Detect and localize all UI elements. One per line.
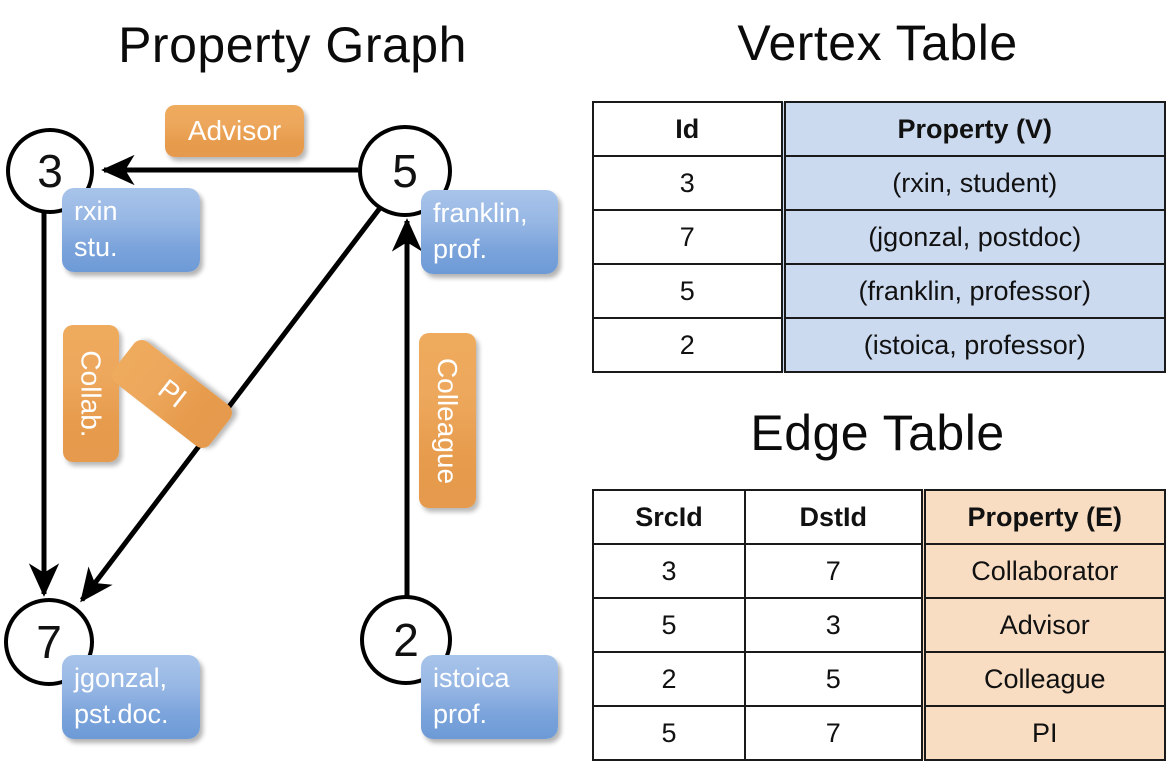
vertex-property-box-3: rxin stu.: [62, 188, 200, 272]
vertex-row-1-id: 7: [592, 209, 784, 265]
vertex-node-7-label: 7: [36, 616, 62, 668]
edge-row-2-property: Colleague: [920, 651, 1166, 707]
edge-5-to-7-pi: [80, 202, 385, 603]
vertex-property-box-2: istoica prof.: [421, 655, 558, 739]
vertex-node-5-label: 5: [392, 145, 418, 197]
edge-label-advisor: Advisor: [165, 105, 304, 157]
page-title-vertex-table: Vertex Table: [737, 15, 1018, 71]
property-graph-diagram: 3 rxin stu. 5 franklin, prof. 7 jgonzal,…: [0, 0, 585, 760]
edge-row-3-srcid: 5: [592, 705, 746, 761]
edge-label-collaborator-text: Collab.: [76, 349, 108, 438]
edge-label-colleague: Colleague: [419, 333, 476, 508]
vertex-row-3-property: (istoica, professor): [780, 317, 1166, 373]
table-row: 3 7 Collaborator: [592, 543, 1166, 599]
table-row: 3 (rxin, student): [592, 155, 1166, 211]
edge-row-1-srcid: 5: [592, 597, 746, 653]
edge-row-3-dstid: 7: [744, 705, 924, 761]
vertex-property-2-line2: prof.: [433, 699, 488, 729]
vertex-property-3-line2: stu.: [74, 232, 118, 262]
graph-edges-layer: [28, 154, 423, 603]
edge-row-2-srcid: 2: [592, 651, 746, 707]
edge-label-collaborator: Collab.: [63, 325, 119, 462]
vertex-property-box-7: jgonzal, pst.doc.: [62, 655, 200, 739]
vertex-table-header-row: Id Property (V): [592, 101, 1166, 157]
vertex-table-header-property: Property (V): [780, 101, 1166, 157]
vertex-node-3-label: 3: [37, 145, 63, 197]
edge-row-1-property: Advisor: [920, 597, 1166, 653]
vertex-row-0-property: (rxin, student): [780, 155, 1166, 211]
table-row: 7 (jgonzal, postdoc): [592, 209, 1166, 265]
edge-row-3-property: PI: [920, 705, 1166, 761]
edge-row-2-dstid: 5: [744, 651, 924, 707]
vertex-property-box-5: franklin, prof.: [421, 190, 558, 274]
edge-row-0-srcid: 3: [592, 543, 746, 599]
vertex-row-3-id: 2: [592, 317, 784, 373]
edge-label-colleague-text: Colleague: [432, 357, 464, 484]
edge-row-0-dstid: 7: [744, 543, 924, 599]
vertex-property-5-line1: franklin,: [433, 198, 528, 229]
vertex-row-2-id: 5: [592, 263, 784, 319]
table-row: 2 5 Colleague: [592, 651, 1166, 707]
edge-label-advisor-text: Advisor: [187, 115, 282, 146]
vertex-table-header-id: Id: [592, 101, 784, 157]
edge-table-header-srcid: SrcId: [592, 489, 746, 545]
edge-table: SrcId DstId Property (E) 3 7 Collaborato…: [592, 489, 1166, 761]
vertex-property-3-line1: rxin: [74, 196, 118, 227]
edge-label-pi-text: PI: [152, 373, 193, 414]
vertex-row-0-id: 3: [592, 155, 784, 211]
page-title-property-graph: Property Graph: [118, 17, 467, 73]
vertex-property-7-line1: jgonzal,: [74, 663, 168, 694]
page-title-edge-table: Edge Table: [750, 405, 1005, 461]
vertex-node-2[interactable]: 2: [360, 595, 452, 685]
vertex-row-2-property: (franklin, professor): [780, 263, 1166, 319]
table-row: 5 7 PI: [592, 705, 1166, 761]
edge-table-header-dstid: DstId: [744, 489, 924, 545]
vertex-property-5-line2: prof.: [433, 234, 488, 264]
table-row: 2 (istoica, professor): [592, 317, 1166, 373]
table-row: 5 (franklin, professor): [592, 263, 1166, 319]
vertex-node-2-label: 2: [393, 614, 419, 666]
vertex-table: Id Property (V) 3 (rxin, student) 7 (jgo…: [592, 101, 1166, 373]
edge-row-0-property: Collaborator: [920, 543, 1166, 599]
table-row: 5 3 Advisor: [592, 597, 1166, 653]
edge-row-1-dstid: 3: [744, 597, 924, 653]
vertex-property-7-line2: pst.doc.: [74, 699, 169, 729]
edge-table-header-row: SrcId DstId Property (E): [592, 489, 1166, 545]
vertex-row-1-property: (jgonzal, postdoc): [780, 209, 1166, 265]
edge-table-header-property: Property (E): [920, 489, 1166, 545]
vertex-node-5[interactable]: 5: [358, 125, 452, 217]
vertex-property-2-line1: istoica: [433, 663, 510, 694]
